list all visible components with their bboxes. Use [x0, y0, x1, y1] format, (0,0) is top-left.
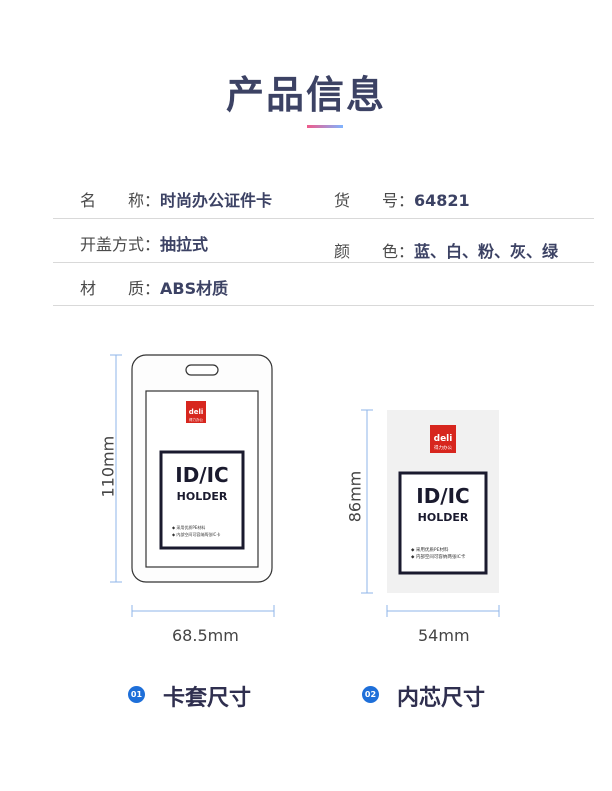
info-material: 材 质：ABS材质 [80, 275, 228, 299]
card-outer-width: 68.5mm [172, 626, 239, 645]
info-name-label: 名 称： [80, 191, 161, 210]
inner-bullet1: ◆ 采用优质PE材料 [411, 546, 449, 553]
row-divider [53, 262, 594, 263]
info-item-number-label: 货 号： [334, 191, 415, 210]
info-material-value: ABS材质 [160, 279, 229, 298]
insert-brand-sub: 得力办公 [189, 417, 203, 422]
info-color-label: 颜 色： [334, 242, 415, 261]
info-opening: 开盖方式：抽拉式 [80, 231, 208, 255]
deli-logo-icon [430, 425, 456, 453]
caption-number-02: 02 [362, 686, 379, 703]
card-outer-height: 110mm [98, 435, 118, 498]
inner-brand: deli [434, 434, 453, 444]
insert-line1: ID/IC [175, 463, 228, 487]
card-inner-height: 86mm [345, 470, 365, 523]
inner-brand-sub: 得力办公 [434, 444, 452, 451]
info-opening-label: 开盖方式： [80, 235, 161, 254]
info-color-value: 蓝、白、粉、灰、绿 [414, 242, 559, 261]
lanyard-slot [185, 364, 219, 376]
insert-line2: HOLDER [177, 490, 228, 503]
caption-number-01: 01 [128, 686, 145, 703]
row-divider [53, 218, 594, 219]
info-item-number-value: 64821 [414, 191, 470, 210]
caption-card-size: 卡套尺寸 [163, 686, 252, 711]
info-color: 颜 色：蓝、白、粉、灰、绿 [334, 238, 558, 262]
card-inner-width: 54mm [418, 626, 470, 645]
title-underline [307, 125, 343, 128]
inner-width-dimension-line [386, 605, 500, 617]
info-item-number: 货 号：64821 [334, 187, 470, 211]
insert-frame [159, 450, 245, 550]
deli-logo-icon [186, 401, 206, 423]
info-name: 名 称：时尚办公证件卡 [80, 187, 272, 211]
insert-bullet1: ◆ 采用优质PE材料 [172, 524, 205, 530]
caption-inner-size: 内芯尺寸 [397, 686, 486, 711]
card-holder-illustration: deli 得力办公 ID/IC HOLDER ◆ 采用优质PE材料 ◆ 内部空间… [110, 354, 273, 583]
inner-frame [398, 471, 488, 575]
insert-bullet2: ◆ 内部空间可容纳两张IC卡 [172, 531, 220, 537]
width-dimension-line [131, 605, 275, 617]
insert-brand: deli [189, 408, 204, 416]
inner-card-illustration: deli 得力办公 ID/IC HOLDER ◆ 采用优质PE材料 ◆ 内部空间… [361, 409, 499, 594]
info-opening-value: 抽拉式 [160, 235, 209, 254]
row-divider [53, 305, 594, 306]
inner-line1: ID/IC [416, 484, 469, 508]
inner-bullet2: ◆ 内部空间可容纳两张IC卡 [411, 553, 466, 560]
info-material-label: 材 质： [80, 279, 161, 298]
page-title: 产品信息 [225, 73, 386, 117]
inner-line2: HOLDER [418, 511, 469, 524]
info-name-value: 时尚办公证件卡 [160, 191, 273, 210]
